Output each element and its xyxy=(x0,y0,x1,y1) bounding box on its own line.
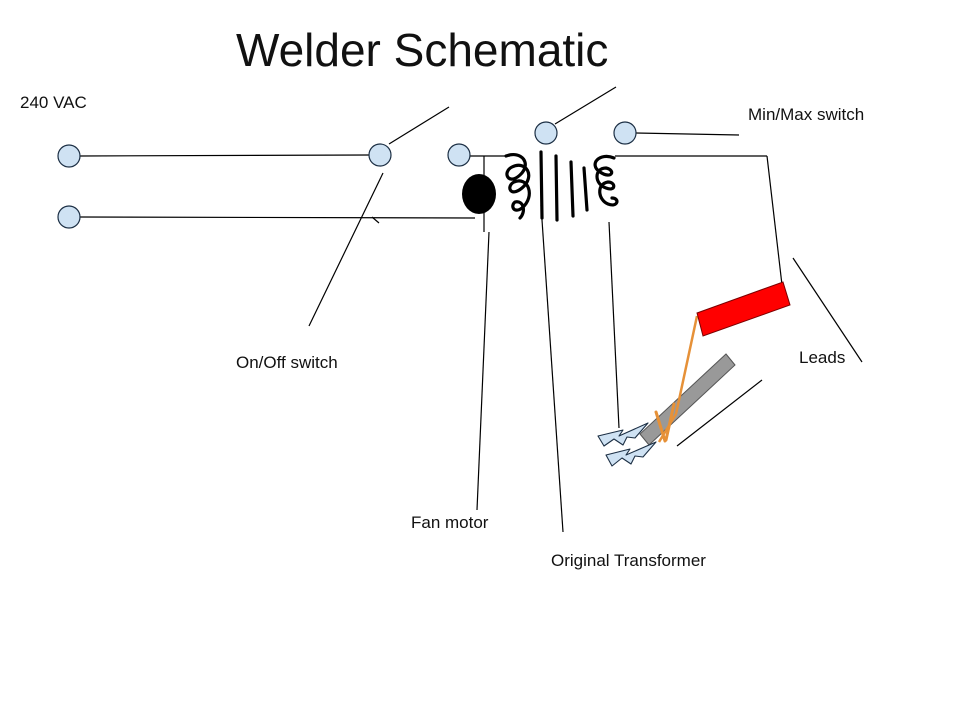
arc-spark-icon xyxy=(605,441,657,467)
supply-label: 240 VAC xyxy=(20,93,87,112)
ground-lead-wire xyxy=(608,221,620,429)
terminal-node xyxy=(57,144,81,168)
fan-motor-label: Fan motor xyxy=(411,513,489,532)
fan-motor-leader xyxy=(476,231,490,511)
min-max-switch-arm xyxy=(554,86,617,125)
leads-label: Leads xyxy=(799,348,845,367)
arc-spark-icon xyxy=(597,422,649,447)
min-max-switch-wire xyxy=(635,132,740,136)
electrode-lead-wire xyxy=(766,155,783,286)
supply-wire-top xyxy=(79,154,370,157)
supply-wire-bottom xyxy=(79,216,476,219)
transformer-coil-icon xyxy=(504,150,619,222)
lead-clip-marks xyxy=(654,402,676,443)
diagram-title: Welder Schematic xyxy=(236,24,608,76)
terminal-node xyxy=(57,205,81,229)
terminal-node xyxy=(613,121,637,145)
terminal-node xyxy=(534,121,558,145)
fan-motor-icon xyxy=(462,174,496,214)
on-off-switch-label: On/Off switch xyxy=(236,353,338,372)
terminal-node xyxy=(368,143,392,167)
transformer-label: Original Transformer xyxy=(551,551,706,570)
electrode-holder-icon xyxy=(696,281,791,337)
electrode-lead-cable xyxy=(657,315,699,443)
leads-leader-electrode xyxy=(792,257,863,363)
min-max-switch-label: Min/Max switch xyxy=(748,105,864,124)
on-off-switch-leader xyxy=(308,172,384,327)
on-off-switch-arm xyxy=(388,106,450,145)
transformer-leader xyxy=(540,204,564,533)
wire-tick xyxy=(371,216,380,224)
terminal-node xyxy=(447,143,471,167)
leads-leader-clamp xyxy=(676,379,763,447)
